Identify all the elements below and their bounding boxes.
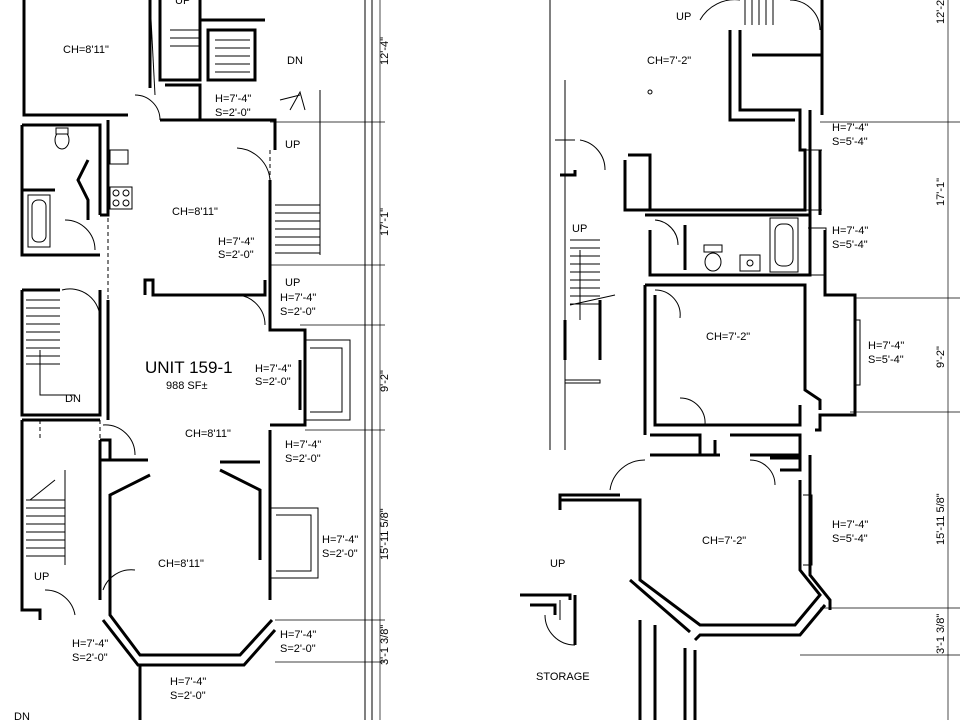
window-height: H=7'-4" [832, 122, 868, 134]
window-height: H=7'-4" [255, 363, 291, 375]
stair-label: UP [572, 223, 587, 235]
room-ceiling-height: CH=8'11" [63, 44, 109, 56]
storage-label: STORAGE [536, 671, 590, 683]
stair-label: DN [287, 55, 303, 67]
window-sill: S=5'-4" [832, 533, 868, 545]
window-sill: S=2'-0" [215, 107, 251, 119]
dimension-label: 17'-1" [935, 178, 947, 206]
window-height: H=7'-4" [868, 340, 904, 352]
window-sill: S=5'-4" [832, 136, 868, 148]
window-height: H=7'-4" [280, 629, 316, 641]
dimension-label: 15'-11 5/8" [379, 508, 391, 560]
window-height: H=7'-4" [832, 225, 868, 237]
stair-label: UP [175, 0, 190, 7]
room-ceiling-height: CH=7'-2" [706, 331, 750, 343]
dimension-label: 3'-1 3/8" [379, 625, 391, 665]
room-ceiling-height: CH=7'-2" [702, 535, 746, 547]
window-sill: S=5'-4" [832, 239, 868, 251]
left-unit-details [26, 0, 385, 720]
window-height: H=7'-4" [322, 534, 358, 546]
dimension-label: 12'-2" [935, 0, 947, 24]
window-height: H=7'-4" [280, 292, 316, 304]
unit-area: 988 SF± [166, 380, 208, 392]
dimension-label: 15'-11 5/8" [935, 493, 947, 545]
room-ceiling-height: CH=8'11" [185, 428, 231, 440]
right-unit-labels: CH=7'-2" CH=7'-2" CH=7'-2" UP UP UP STOR… [536, 0, 947, 683]
room-ceiling-height: CH=8'11" [172, 206, 218, 218]
dimension-label: 9'-2" [379, 370, 391, 392]
stair-label: UP [34, 571, 49, 583]
stair-label: UP [550, 558, 565, 570]
room-ceiling-height: CH=7'-2" [647, 55, 691, 67]
right-unit-details [544, 0, 960, 720]
dimension-label: 3'-1 3/8" [935, 614, 947, 654]
left-unit-labels: UNIT 159-1 988 SF± CH=8'11" CH=8'11" CH=… [14, 0, 391, 720]
dimension-label: 9'-2" [935, 346, 947, 368]
stair-label: DN [65, 393, 81, 405]
window-sill: S=2'-0" [280, 643, 316, 655]
window-height: H=7'-4" [285, 439, 321, 451]
room-ceiling-height: CH=8'11" [158, 558, 204, 570]
dimension-label: 12'-4" [379, 37, 391, 65]
stair-label: UP [285, 139, 300, 151]
window-sill: S=2'-0" [285, 453, 321, 465]
window-height: H=7'-4" [170, 676, 206, 688]
left-unit-walls [20, 0, 307, 720]
window-height: H=7'-4" [72, 638, 108, 650]
window-sill: S=2'-0" [322, 548, 358, 560]
unit-name: UNIT 159-1 [145, 358, 233, 377]
right-unit-walls [520, 0, 857, 720]
dimension-label: 17'-1" [379, 208, 391, 236]
window-height: H=7'-4" [215, 93, 251, 105]
stair-label: UP [676, 11, 691, 23]
window-sill: S=2'-0" [280, 306, 316, 318]
window-height: H=7'-4" [218, 236, 254, 248]
window-sill: S=5'-4" [868, 354, 904, 366]
window-sill: S=2'-0" [218, 249, 254, 261]
stair-label: UP [285, 277, 300, 289]
window-sill: S=2'-0" [72, 652, 108, 664]
window-sill: S=2'-0" [170, 690, 206, 702]
stair-label: DN [14, 711, 30, 720]
window-sill: S=2'-0" [255, 376, 291, 388]
window-height: H=7'-4" [832, 519, 868, 531]
